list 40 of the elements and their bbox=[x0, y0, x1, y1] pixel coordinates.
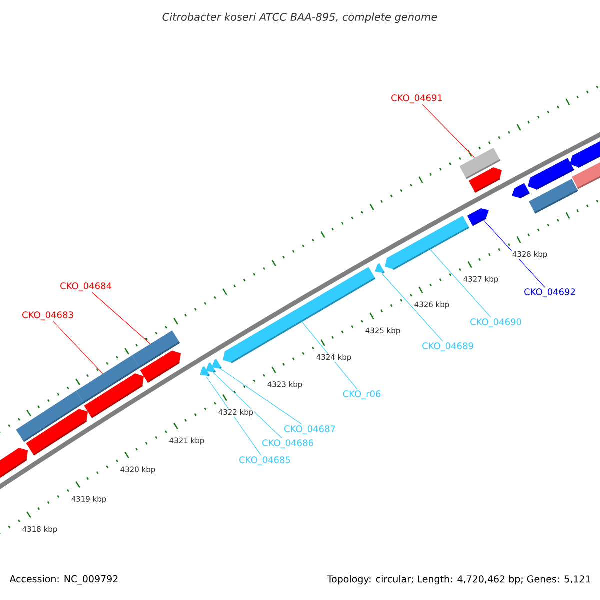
summary-text: Topology: circular; Length: 4,720,462 bp; Genes: 5,121 bbox=[327, 575, 590, 585]
gene-label: CKO_04692 bbox=[524, 288, 576, 298]
leader-line bbox=[382, 273, 444, 342]
gene-feature bbox=[26, 409, 88, 456]
gene-feature bbox=[528, 179, 578, 214]
gene-feature bbox=[212, 359, 222, 370]
leader-line bbox=[430, 249, 492, 318]
gene-feature bbox=[528, 158, 574, 190]
gene-label: CKO_04691 bbox=[392, 94, 442, 104]
leader-line bbox=[483, 220, 546, 288]
gene-feature bbox=[200, 366, 210, 377]
gene-label: CKO_04683 bbox=[22, 312, 74, 320]
leader-line bbox=[213, 372, 282, 439]
gene-feature bbox=[468, 168, 502, 194]
leader-line bbox=[92, 292, 151, 344]
gene-feature bbox=[512, 183, 530, 199]
gene-label: CKO_04686 bbox=[262, 440, 314, 448]
gene-feature bbox=[132, 330, 180, 368]
gene-feature bbox=[375, 263, 385, 274]
gene-feature bbox=[467, 208, 489, 226]
gene-feature bbox=[385, 216, 470, 270]
gene-feature bbox=[140, 350, 181, 384]
leader-line bbox=[422, 104, 476, 158]
gene-feature bbox=[206, 362, 216, 374]
gene-feature bbox=[460, 148, 501, 180]
gene-label: CKO_04687 bbox=[284, 426, 336, 434]
gene-feature bbox=[16, 391, 84, 442]
gene-feature bbox=[84, 374, 144, 418]
gene-label: CKO_04689 bbox=[422, 342, 474, 352]
gene-label: CKO_04685 bbox=[240, 456, 290, 466]
leader-line bbox=[302, 321, 358, 390]
title: Citrobacter koseri ATCC BAA-895, complete genome bbox=[162, 12, 438, 24]
gene-label: CKO_r06 bbox=[343, 390, 381, 400]
gene-feature bbox=[76, 355, 140, 404]
leader-line bbox=[220, 368, 302, 425]
accession-text: Accession: NC_009792 bbox=[10, 575, 118, 585]
gene-label: CKO_04684 bbox=[60, 282, 112, 292]
gene-label: CKO_04690 bbox=[470, 318, 522, 328]
leader-line bbox=[53, 321, 104, 374]
leader-line bbox=[206, 376, 262, 456]
